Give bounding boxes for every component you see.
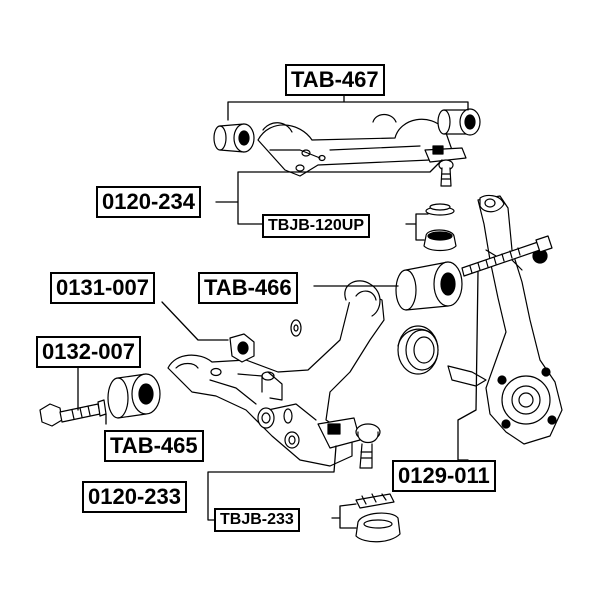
lower-ball-joint-boot <box>355 493 401 543</box>
cam-washer <box>229 333 255 363</box>
label-tab-467: TAB-467 <box>285 64 385 96</box>
label-0120-234: 0120-234 <box>96 186 201 218</box>
upper-control-arm <box>257 113 453 177</box>
label-tab-466: TAB-466 <box>198 272 298 304</box>
upper-arm-bushing-left <box>213 123 255 153</box>
label-0129-011: 0129-011 <box>392 460 496 492</box>
bushing-tab-466 <box>395 261 463 311</box>
knuckle-bolt <box>461 235 553 277</box>
cam-bolt <box>39 399 107 427</box>
label-0132-007: 0132-007 <box>36 336 141 368</box>
label-0131-007: 0131-007 <box>50 272 155 304</box>
steering-knuckle <box>447 194 563 445</box>
upper-arm-bushing-right <box>437 108 481 136</box>
bushing-tab-465 <box>107 373 161 419</box>
lower-control-arm <box>167 280 385 467</box>
label-tab-465: TAB-465 <box>104 430 204 462</box>
upper-ball-joint-boot <box>423 203 457 252</box>
label-tbjb-233: TBJB-233 <box>214 508 300 532</box>
upper-ball-joint <box>424 145 467 187</box>
label-tbjb-120up: TBJB-120UP <box>262 214 371 238</box>
washer-lower <box>283 408 293 424</box>
lower-ball-joint <box>355 423 381 469</box>
washer-upper <box>290 319 302 337</box>
seal-ring <box>397 325 439 375</box>
label-0120-233: 0120-233 <box>82 481 187 513</box>
